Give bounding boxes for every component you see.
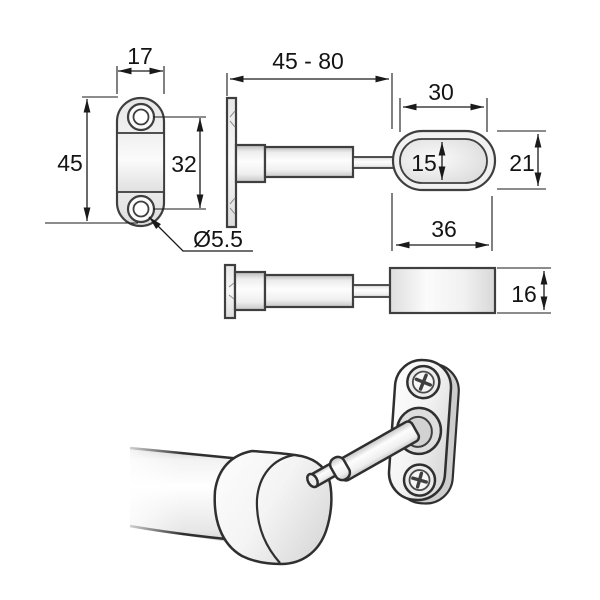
dimension-hole-diameter: Ø5.5: [148, 216, 253, 252]
illustration-3d: [115, 358, 460, 566]
dimension-plate-width: 17: [116, 43, 165, 94]
dimension-outer-width: 36: [391, 193, 493, 251]
dimension-plate-height: 45: [45, 96, 138, 224]
rod-collar: [328, 455, 352, 482]
plate-edge-side: [225, 96, 238, 229]
phillips-cross-icon: [411, 471, 428, 489]
dimension-cup-height: 16: [497, 267, 551, 314]
front-view-mounting-plate: [115, 96, 166, 228]
side-view-support: [225, 96, 396, 229]
support-cylinder-top: [263, 273, 355, 309]
plate-top-notch-marks: [228, 282, 235, 300]
plate-edge-top: [223, 263, 237, 320]
dim-inner-height-label: 15: [411, 150, 437, 176]
dim-plate-width-label: 17: [127, 43, 153, 69]
mounting-hole-bottom-inner: [132, 200, 150, 218]
oval-cup-top: [388, 266, 497, 315]
screw-top: [406, 364, 441, 400]
top-view-support: [223, 263, 497, 320]
support-rod-side: [352, 156, 396, 169]
support-rod-top: [352, 284, 391, 298]
cup-3d-face-edge: [255, 453, 295, 564]
dim-outer-width-label: 36: [431, 216, 457, 242]
dimension-hole-spacing: 32: [153, 116, 206, 210]
support-boss-top: [233, 270, 267, 312]
dim-length-range-label: 45 - 80: [272, 48, 344, 74]
dim-plate-height-label: 45: [57, 150, 83, 176]
support-cylinder-side: [263, 145, 355, 179]
plate-3d: [387, 358, 460, 505]
support-boss-side: [234, 143, 267, 184]
mounting-hole-top-inner: [132, 108, 150, 126]
cup-3d: [213, 449, 333, 566]
tube-fade-overlay: [115, 438, 183, 548]
plate-front-middle-band: [116, 132, 165, 193]
dim-cup-height-label: 16: [511, 281, 537, 307]
rod-end-cap: [306, 472, 319, 489]
dimension-inner-height: 15: [411, 142, 446, 180]
plate-edge-notch-marks: [229, 110, 236, 215]
phillips-cross-icon: [414, 373, 433, 391]
end-view-oval-cup: [391, 129, 497, 192]
dimension-inner-width: 30: [399, 79, 488, 132]
screw-bottom: [402, 463, 437, 497]
dimension-length-range: 45 - 80: [226, 48, 393, 129]
dim-hole-spacing-label: 32: [171, 151, 197, 177]
dimension-outer-height: 21: [497, 130, 546, 190]
dim-inner-width-label: 30: [428, 79, 454, 105]
dim-hole-diameter-label: Ø5.5: [193, 226, 243, 252]
dim-outer-height-label: 21: [509, 150, 535, 176]
